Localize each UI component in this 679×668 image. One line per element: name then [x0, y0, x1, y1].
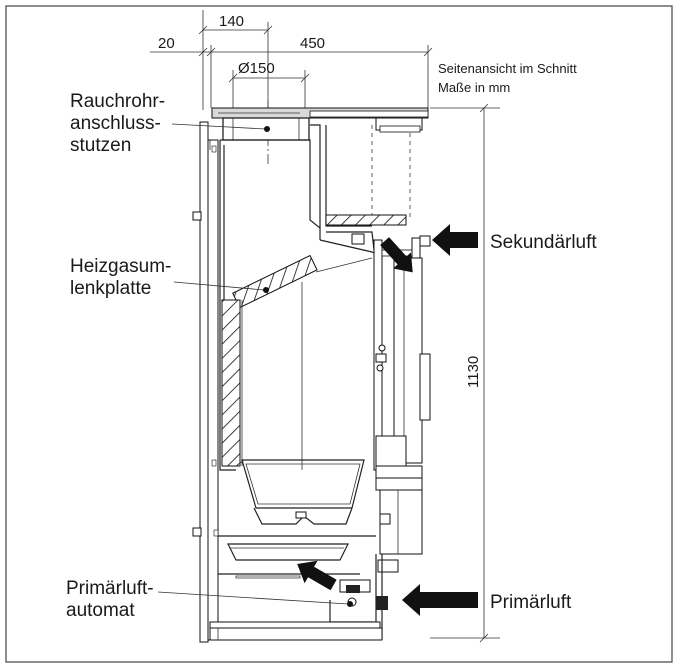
units-note: Maße in mm [438, 80, 510, 95]
dim-20: 20 [158, 35, 175, 52]
dim-height: 1130 [465, 356, 482, 388]
ash-pan [227, 543, 349, 561]
secondary-air-arrow [432, 224, 478, 256]
label-rauchrohr-3: stutzen [70, 135, 131, 156]
label-rauchrohr-2: anschluss- [70, 113, 161, 134]
label-primaerluft-automat-1: Primärluft- [66, 578, 154, 599]
label-primaerluft: Primärluft [490, 592, 572, 613]
view-title: Seitenansicht im Schnitt [438, 61, 577, 76]
rear-fireliner [221, 299, 241, 467]
dimension-labels: 140 20 450 Ø150 1130 [158, 13, 482, 388]
label-heizgas-1: Heizgasum- [70, 256, 171, 277]
label-sekundaerluft: Sekundärluft [490, 232, 597, 253]
dim-diameter: Ø150 [238, 60, 275, 77]
baffle-plate [232, 254, 318, 309]
component-labels: Rauchrohr- anschluss- stutzen Heizgasum-… [66, 91, 597, 621]
view-info: Seitenansicht im Schnitt Maße in mm [438, 61, 577, 95]
dim-450: 450 [300, 35, 325, 52]
fire-grate [241, 459, 365, 509]
stove-body [192, 107, 431, 643]
dim-140: 140 [219, 13, 244, 30]
primary-air-arrow [402, 584, 478, 616]
primary-air-inflow-arrow [297, 560, 337, 591]
airflow-arrows [297, 224, 478, 616]
outer-frame [5, 5, 673, 663]
label-rauchrohr-1: Rauchrohr- [70, 91, 165, 112]
dimension-lines [150, 10, 500, 643]
label-primaerluft-automat-2: automat [66, 600, 135, 621]
label-heizgas-2: lenkplatte [70, 278, 151, 299]
leader-lines [157, 123, 353, 607]
secondary-air-inflow-arrow [380, 237, 413, 273]
